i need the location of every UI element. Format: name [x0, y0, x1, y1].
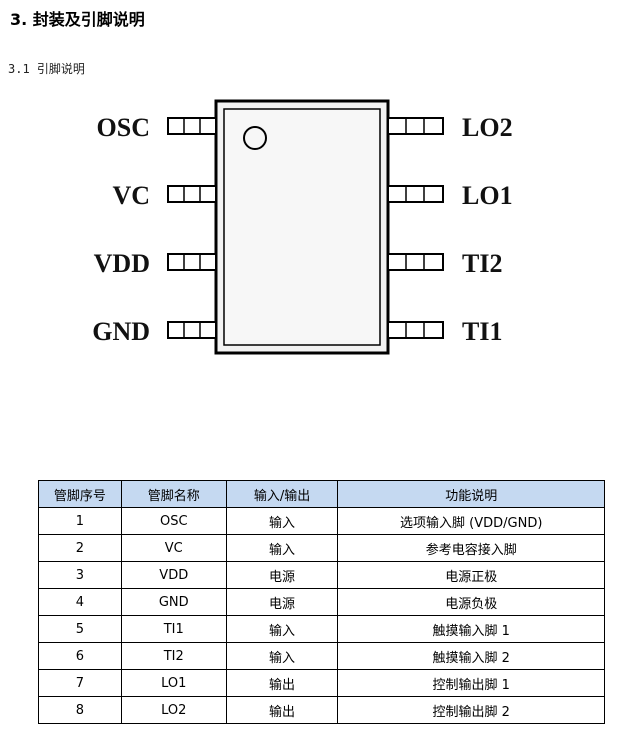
cell-direction: 电源	[225, 588, 339, 616]
cell-direction: 输入	[225, 642, 339, 670]
section-title: 3. 封装及引脚说明	[10, 10, 145, 29]
cell-pin-name: LO2	[120, 696, 227, 724]
pin-label-gnd: GND	[92, 317, 150, 346]
cell-function: 控制输出脚 2	[337, 696, 605, 724]
table-row: 2 VC 输入 参考电容接入脚	[38, 534, 605, 562]
pin-label-vdd: VDD	[94, 249, 150, 278]
cell-pin-number: 3	[38, 561, 122, 589]
left-pin-3	[167, 253, 217, 271]
cell-function: 触摸输入脚 2	[337, 642, 605, 670]
cell-function: 电源正极	[337, 561, 605, 589]
pin-label-lo2: LO2	[462, 113, 513, 142]
pin-label-osc: OSC	[97, 113, 150, 142]
cell-pin-number: 6	[38, 642, 122, 670]
pin-label-lo1: LO1	[462, 181, 513, 210]
cell-pin-name: LO1	[120, 669, 227, 697]
cell-pin-name: VDD	[120, 561, 227, 589]
cell-pin-name: TI1	[120, 615, 227, 643]
table-row: 5 TI1 输入 触摸输入脚 1	[38, 615, 605, 643]
chip-inner-outline	[223, 108, 381, 346]
cell-direction: 输出	[225, 669, 339, 697]
header-pin-name: 管脚名称	[120, 480, 227, 508]
pin-label-ti1: TI1	[462, 317, 502, 346]
cell-pin-number: 1	[38, 507, 122, 535]
table-header-row: 管脚序号 管脚名称 输入/输出 功能说明	[38, 480, 605, 508]
subsection-title: 3.1 引脚说明	[8, 62, 85, 76]
table-row: 7 LO1 输出 控制输出脚 1	[38, 669, 605, 697]
header-direction: 输入/输出	[225, 480, 339, 508]
right-pin-7	[387, 185, 444, 203]
pin-label-vc: VC	[112, 181, 150, 210]
table-row: 4 GND 电源 电源负极	[38, 588, 605, 616]
right-pin-6	[387, 253, 444, 271]
right-pin-5	[387, 321, 444, 339]
cell-pin-name: TI2	[120, 642, 227, 670]
cell-function: 电源负极	[337, 588, 605, 616]
cell-direction: 电源	[225, 561, 339, 589]
left-pin-4	[167, 321, 217, 339]
header-function: 功能说明	[337, 480, 605, 508]
pin-label-ti2: TI2	[462, 249, 502, 278]
cell-function: 选项输入脚 (VDD/GND)	[337, 507, 605, 535]
cell-pin-number: 7	[38, 669, 122, 697]
cell-function: 控制输出脚 1	[337, 669, 605, 697]
pin-description-table: 管脚序号 管脚名称 输入/输出 功能说明 1 OSC 输入 选项输入脚 (VDD…	[38, 480, 605, 724]
cell-direction: 输入	[225, 534, 339, 562]
cell-pin-number: 4	[38, 588, 122, 616]
cell-direction: 输出	[225, 696, 339, 724]
cell-function: 触摸输入脚 1	[337, 615, 605, 643]
cell-function: 参考电容接入脚	[337, 534, 605, 562]
cell-pin-number: 2	[38, 534, 122, 562]
left-pin-1	[167, 117, 217, 135]
cell-direction: 输入	[225, 507, 339, 535]
cell-direction: 输入	[225, 615, 339, 643]
table-row: 8 LO2 输出 控制输出脚 2	[38, 696, 605, 724]
table-row: 6 TI2 输入 触摸输入脚 2	[38, 642, 605, 670]
header-pin-number: 管脚序号	[38, 480, 122, 508]
table-row: 1 OSC 输入 选项输入脚 (VDD/GND)	[38, 507, 605, 535]
table-row: 3 VDD 电源 电源正极	[38, 561, 605, 589]
cell-pin-name: VC	[120, 534, 227, 562]
cell-pin-name: GND	[120, 588, 227, 616]
pin1-marker-icon	[243, 126, 267, 150]
cell-pin-name: OSC	[120, 507, 227, 535]
right-pin-8	[387, 117, 444, 135]
package-diagram: OSC VC VDD GND LO2 LO1 TI2 TI1	[92, 99, 513, 355]
cell-pin-number: 5	[38, 615, 122, 643]
left-pin-2	[167, 185, 217, 203]
cell-pin-number: 8	[38, 696, 122, 724]
